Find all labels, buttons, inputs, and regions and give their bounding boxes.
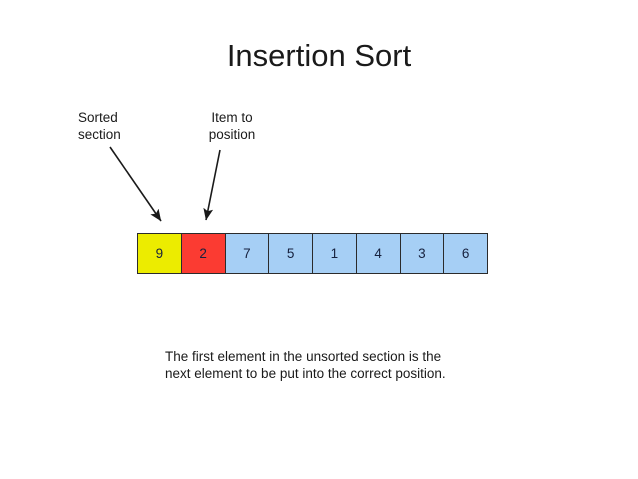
array-cell-5[interactable]: 4 [355, 233, 401, 274]
array-cell-1[interactable]: 2 [180, 233, 226, 274]
caption-line2: next element to be put into the correct … [165, 366, 446, 381]
arrow-sorted-section [109, 146, 162, 222]
array-row: 9 2 7 5 1 4 3 6 [137, 233, 488, 274]
arrow-item-to-position [203, 149, 221, 221]
callout-item-line1: Item to [211, 110, 253, 125]
array-cell-2[interactable]: 7 [224, 233, 270, 274]
caption: The first element in the unsorted sectio… [165, 348, 565, 382]
array-cell-4[interactable]: 1 [312, 233, 357, 274]
array-cell-6[interactable]: 3 [399, 233, 445, 274]
array-cell-3[interactable]: 5 [268, 233, 313, 274]
array-cell-7[interactable]: 6 [443, 233, 488, 274]
array-cell-0[interactable]: 9 [137, 233, 182, 274]
callout-sorted-line2: section [78, 126, 121, 142]
callout-item-to-position: Item to position [182, 110, 282, 143]
caption-line1: The first element in the unsorted sectio… [165, 349, 442, 364]
callout-sorted-section: Sorted section [78, 110, 168, 143]
page-title: Insertion Sort [226, 38, 412, 73]
callout-sorted-line1: Sorted [78, 110, 118, 125]
callout-item-line2: position [208, 126, 256, 142]
